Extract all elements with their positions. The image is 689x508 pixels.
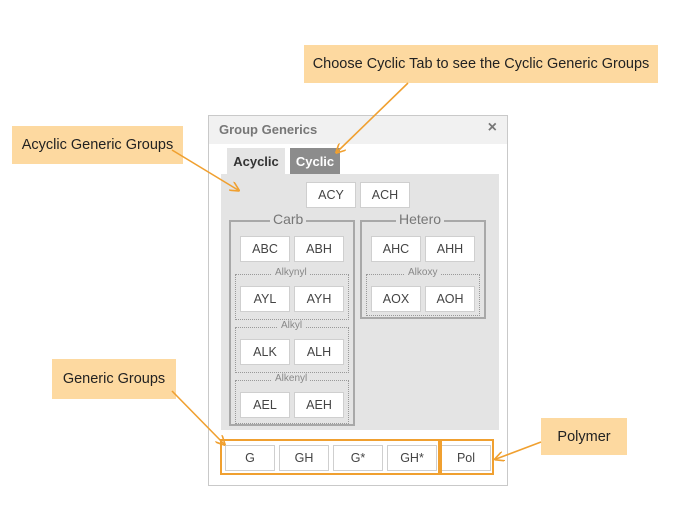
- callout-generic: Generic Groups: [52, 359, 176, 399]
- callout-acyclic: Acyclic Generic Groups: [12, 126, 183, 164]
- polymer-highlight: [440, 439, 494, 475]
- alkoxy-legend: Alkoxy: [405, 267, 441, 278]
- hetero-legend: Hetero: [396, 211, 445, 227]
- acyclic-panel: ACY ACH Carb ABC ABH Alkynyl AYL AYH Alk…: [221, 174, 499, 430]
- g-star-button[interactable]: G*: [333, 445, 383, 471]
- ach-button[interactable]: ACH: [360, 182, 410, 208]
- gh-star-button[interactable]: GH*: [387, 445, 437, 471]
- ahh-button[interactable]: AHH: [425, 236, 475, 262]
- alkyl-group: Alkyl ALK ALH: [235, 320, 349, 373]
- callout-cyclic-tab: Choose Cyclic Tab to see the Cyclic Gene…: [304, 45, 658, 83]
- alkynyl-legend: Alkynyl: [272, 267, 310, 278]
- group-generics-dialog: Group Generics × Acyclic Cyclic ACY ACH …: [208, 115, 508, 486]
- alk-button[interactable]: ALK: [240, 339, 290, 365]
- alkenyl-group: Alkenyl AEL AEH: [235, 373, 349, 424]
- generic-buttons-bar: G GH G* GH* Pol: [221, 438, 499, 478]
- alh-button[interactable]: ALH: [294, 339, 344, 365]
- alkoxy-group: Alkoxy AOX AOH: [366, 267, 480, 316]
- carb-legend: Carb: [270, 211, 307, 227]
- generic-groups-highlight: [220, 439, 440, 475]
- aoh-button[interactable]: AOH: [425, 286, 475, 312]
- abc-button[interactable]: ABC: [240, 236, 290, 262]
- callout-polymer: Polymer: [541, 418, 627, 455]
- alkyl-legend: Alkyl: [278, 320, 306, 331]
- ahc-button[interactable]: AHC: [371, 236, 421, 262]
- ael-button[interactable]: AEL: [240, 392, 290, 418]
- ayh-button[interactable]: AYH: [294, 286, 344, 312]
- ayl-button[interactable]: AYL: [240, 286, 290, 312]
- pol-button[interactable]: Pol: [441, 445, 491, 471]
- abh-button[interactable]: ABH: [294, 236, 344, 262]
- alkynyl-group: Alkynyl AYL AYH: [235, 267, 349, 320]
- dialog-header: Group Generics ×: [209, 116, 507, 144]
- close-icon[interactable]: ×: [487, 119, 497, 136]
- carb-group: Carb ABC ABH Alkynyl AYL AYH Alkyl ALK A…: [229, 211, 355, 426]
- dialog-title: Group Generics: [219, 122, 318, 137]
- alkenyl-legend: Alkenyl: [272, 373, 311, 384]
- g-button[interactable]: G: [225, 445, 275, 471]
- tab-acyclic[interactable]: Acyclic: [227, 148, 285, 174]
- acy-button[interactable]: ACY: [306, 182, 356, 208]
- gh-button[interactable]: GH: [279, 445, 329, 471]
- aeh-button[interactable]: AEH: [294, 392, 344, 418]
- tab-cyclic[interactable]: Cyclic: [290, 148, 340, 174]
- aox-button[interactable]: AOX: [371, 286, 421, 312]
- hetero-group: Hetero AHC AHH Alkoxy AOX AOH: [360, 211, 486, 319]
